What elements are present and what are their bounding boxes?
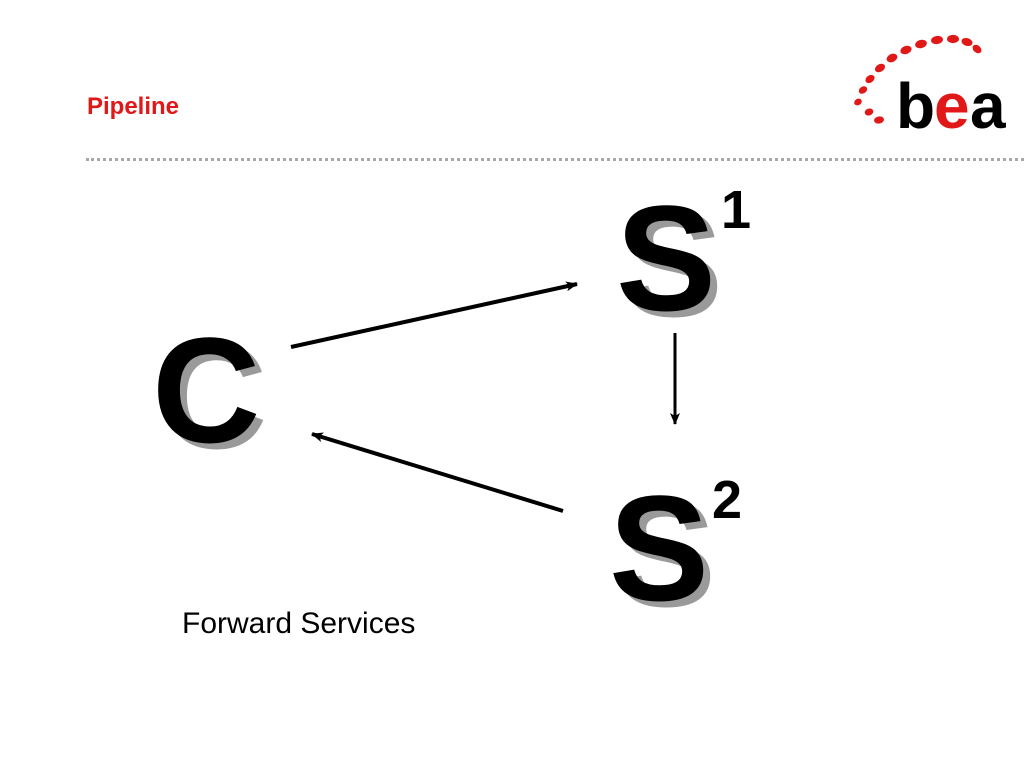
node-s1-superscript: 1 — [721, 180, 751, 240]
node-s1-label: S — [616, 174, 716, 342]
node-c-label: C — [152, 306, 260, 474]
node-c: C C — [152, 306, 267, 480]
logo-swoosh-dots — [854, 34, 982, 124]
node-s2-shadow: S — [616, 470, 716, 638]
title-divider — [86, 158, 1024, 161]
logo-letter-b: b — [896, 70, 935, 135]
node-s2-label: S — [609, 464, 709, 632]
node-c-shadow: C — [159, 312, 267, 480]
node-s2: S S 2 — [609, 464, 742, 638]
node-s2-superscript: 2 — [712, 470, 742, 530]
logo-letter-a: a — [970, 70, 1006, 135]
diagram-caption: Forward Services — [182, 607, 416, 640]
node-s1-shadow: S — [623, 180, 723, 348]
node-s1: S S 1 — [616, 174, 751, 348]
logo-letter-e: e — [934, 70, 970, 135]
arrow-s2-to-c — [311, 432, 564, 513]
bea-logo: b e a — [854, 34, 1006, 135]
slide-title: Pipeline — [87, 93, 180, 120]
arrow-c-to-s1 — [290, 281, 578, 349]
